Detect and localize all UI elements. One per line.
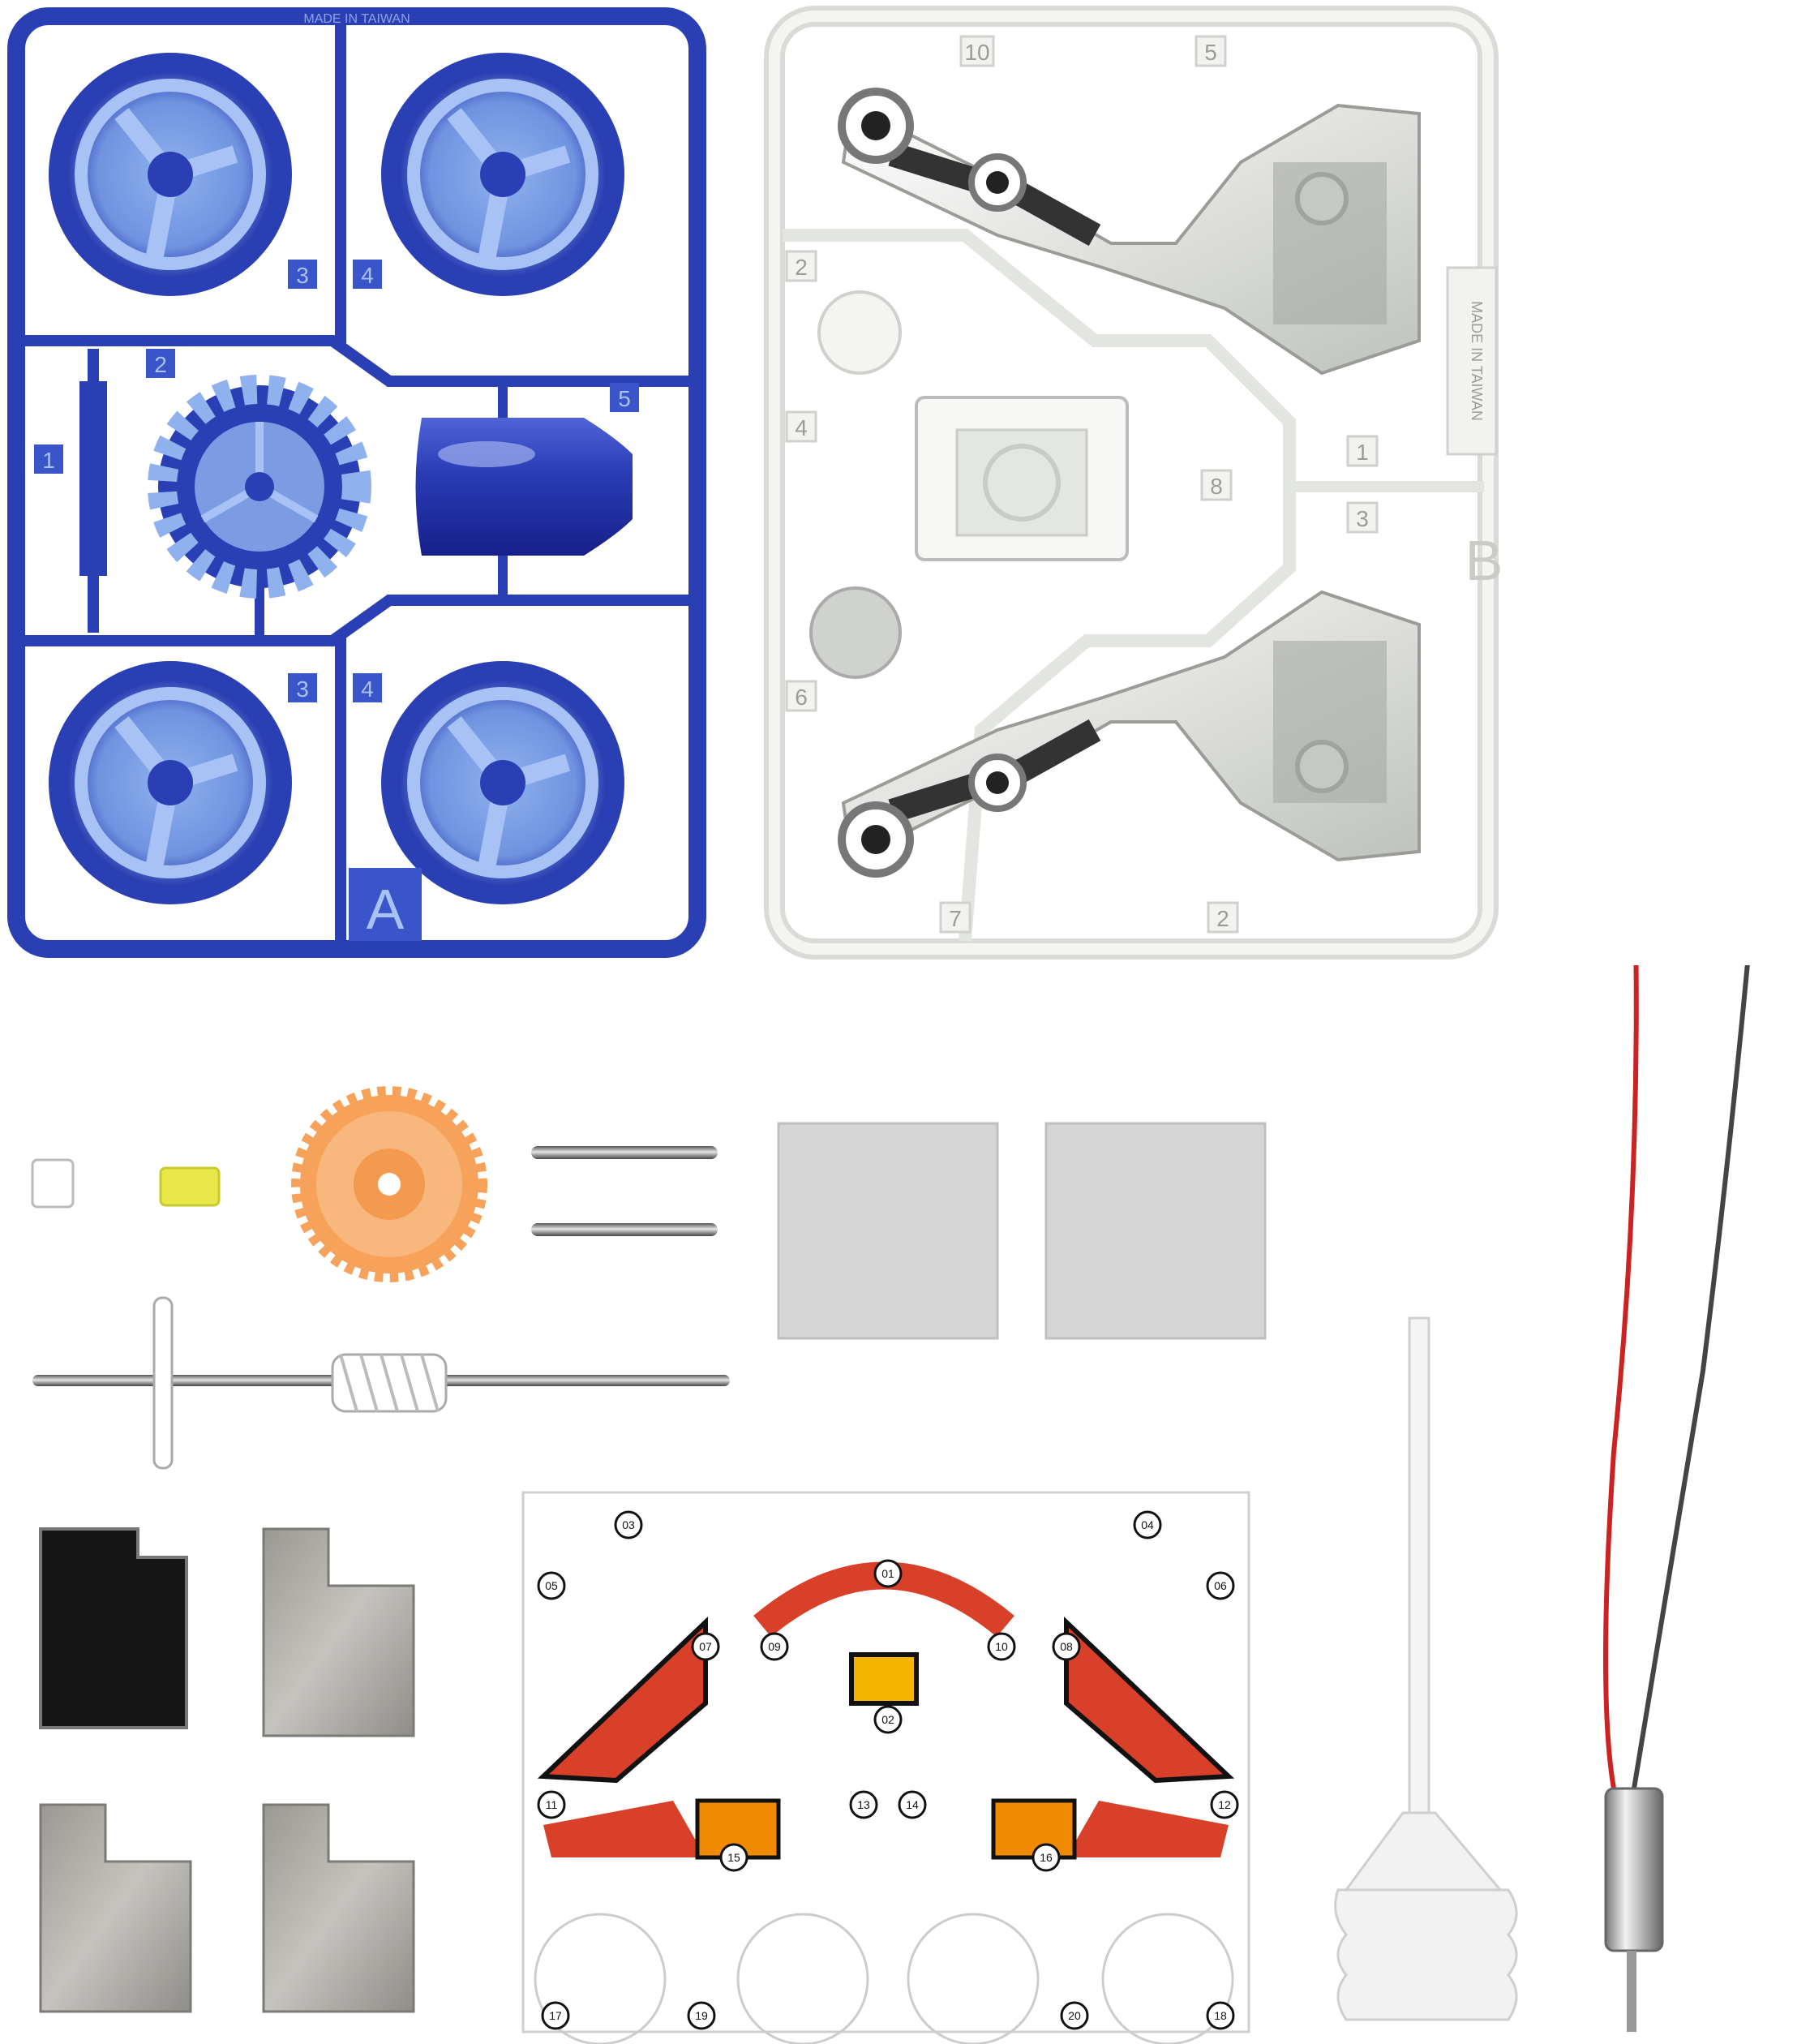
- decal-sheet: 03 04 01 02 05 06 07 08 09 10 11 12 13 1…: [521, 1491, 1250, 2044]
- decal-label: 05: [545, 1579, 558, 1592]
- sprue-a-made-in: MADE IN TAIWAN: [303, 12, 410, 26]
- leg-part: [838, 88, 1421, 376]
- part-number: 4: [795, 415, 808, 440]
- part-number: 2: [154, 352, 167, 377]
- part-number: 2: [795, 255, 808, 280]
- part-number: 5: [1204, 40, 1217, 65]
- decal-label: 20: [1068, 2009, 1081, 2022]
- part-number: 3: [1356, 506, 1369, 531]
- decal-label: 18: [1214, 2009, 1227, 2022]
- capsule-part: [415, 418, 633, 556]
- decal-label: 08: [1060, 1640, 1073, 1653]
- decal-label: 09: [768, 1640, 781, 1653]
- part-number: 8: [1210, 474, 1223, 499]
- sprue-b-letter: B: [1465, 529, 1503, 592]
- wheel-part: [381, 53, 624, 296]
- decal-label: 10: [995, 1640, 1008, 1653]
- decal-label: 16: [1040, 1851, 1053, 1864]
- part-number: 2: [1216, 906, 1229, 931]
- white-pinion-part: [31, 1158, 75, 1209]
- metal-rod-part: [531, 1223, 718, 1236]
- part-number: 4: [361, 263, 374, 288]
- decal-label: 06: [1214, 1579, 1227, 1592]
- decal-label: 02: [881, 1713, 894, 1726]
- part-number: 4: [361, 676, 374, 702]
- sprue-a: MADE IN TAIWAN 1 2 3 4 5 3 4 A: [7, 7, 706, 958]
- wheel-part: [381, 661, 624, 904]
- body-part: [915, 396, 1129, 561]
- leg-part: [838, 590, 1421, 878]
- yellow-pinion-part: [159, 1166, 221, 1207]
- sprue-b-made-in: MADE IN TAIWAN: [1469, 301, 1485, 421]
- part-number: 1: [1356, 440, 1369, 465]
- steel-plate-part: [39, 1803, 192, 2013]
- steel-plate-part: [262, 1803, 415, 2013]
- decal-label: 13: [857, 1798, 870, 1811]
- part-number: 3: [296, 263, 309, 288]
- sprue-a-letter: A: [367, 878, 405, 941]
- foam-pad-part: [1044, 1122, 1267, 1340]
- wheel-part: [49, 661, 292, 904]
- part-number: 6: [795, 685, 808, 710]
- axle-worm-part: [32, 1296, 730, 1470]
- part-number: 3: [296, 676, 309, 702]
- metal-rod-part: [531, 1146, 718, 1159]
- part-number: 1: [42, 448, 55, 473]
- pipette-part: [1334, 1316, 1518, 2021]
- decal-label: 17: [549, 2009, 562, 2022]
- decal-label: 19: [695, 2009, 708, 2022]
- foam-pad-part: [777, 1122, 999, 1340]
- orange-gear-part: [291, 1086, 487, 1282]
- black-plate-part: [39, 1527, 188, 1729]
- decal-label: 03: [622, 1518, 635, 1531]
- wheel-part: [49, 53, 292, 296]
- fan-part: [148, 375, 371, 599]
- decal-label: 01: [881, 1567, 894, 1580]
- steel-plate-part: [262, 1527, 415, 1737]
- decal-label: 14: [906, 1798, 919, 1811]
- motor-part: [1603, 965, 1750, 2032]
- loose-parts: 03 04 01 02 05 06 07 08 09 10 11 12 13 1…: [31, 965, 1750, 2044]
- part-number: 7: [949, 906, 962, 931]
- decal-label: 12: [1218, 1798, 1231, 1811]
- disc-part: [817, 290, 902, 375]
- cone-part: [809, 586, 902, 679]
- decal-label: 15: [727, 1851, 740, 1864]
- part-number: 10: [964, 40, 989, 65]
- decal-label: 04: [1141, 1518, 1154, 1531]
- part-number: 5: [618, 386, 631, 411]
- decal-label: 11: [546, 1798, 558, 1811]
- decal-label: 07: [699, 1640, 712, 1653]
- sprue-b: MADE IN TAIWAN 10 5 2 4 8 1 3 6 7 2 B: [764, 6, 1503, 960]
